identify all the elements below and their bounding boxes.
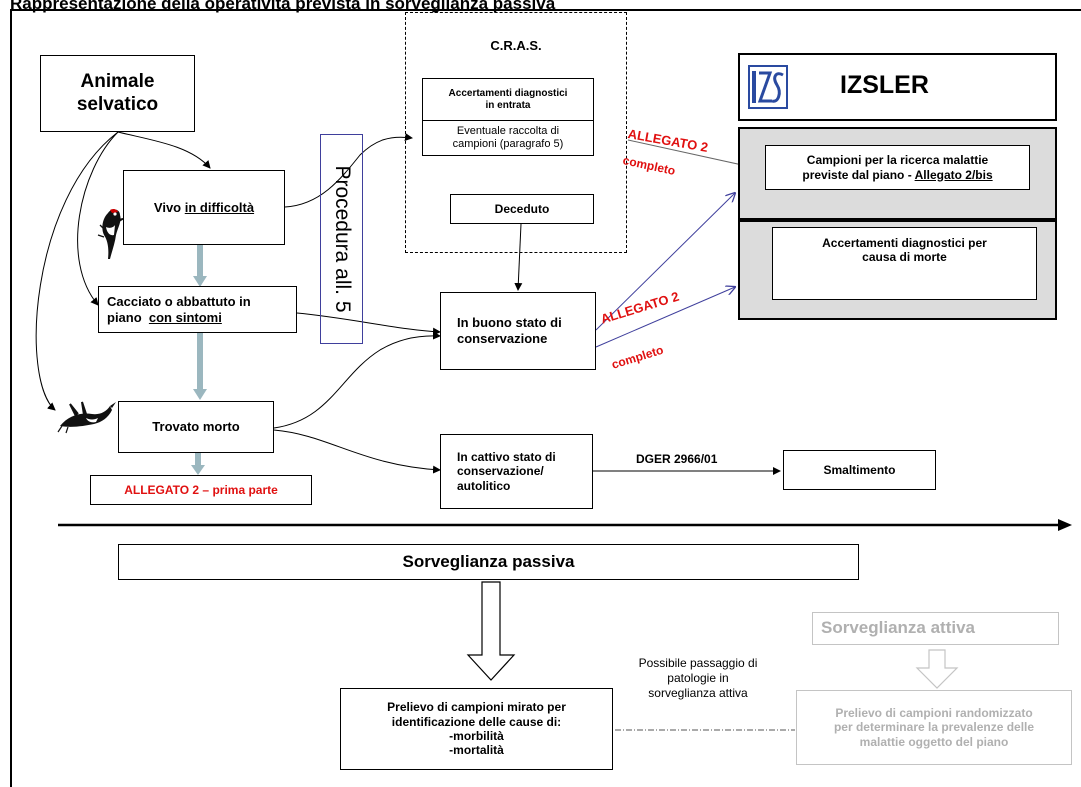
buono-stato-box: In buono stato di conservazione bbox=[440, 292, 596, 370]
trovato-morto-box: Trovato morto bbox=[118, 401, 274, 453]
izsler-header-box: IZSLER bbox=[738, 53, 1057, 121]
vivo-underlined-label: in difficoltà bbox=[184, 199, 255, 215]
cattivo-stato-box: In cattivo stato di conservazione/ autol… bbox=[440, 434, 593, 509]
campioni-label: Campioni per la ricerca malattie previst… bbox=[802, 153, 989, 182]
animale-selvatico-box: Animale selvatico bbox=[40, 55, 195, 132]
izs-logo-icon bbox=[748, 65, 788, 109]
allegato-prima-parte-box: ALLEGATO 2 – prima parte bbox=[90, 475, 312, 505]
cacciato-box: Cacciato o abbattuto in piano con sintom… bbox=[98, 286, 297, 333]
campioni-underlined-label: Allegato 2/bis bbox=[914, 167, 993, 182]
completo-mid-label: completo bbox=[609, 342, 666, 372]
cacciato-line1: Cacciato o abbattuto in bbox=[107, 293, 251, 309]
campioni-ricerca-box: Campioni per la ricerca malattie previst… bbox=[765, 145, 1030, 190]
smaltimento-box: Smaltimento bbox=[783, 450, 936, 490]
cras-title: C.R.A.S. bbox=[490, 38, 542, 53]
sorveglianza-attiva-box: Sorveglianza attiva bbox=[812, 612, 1059, 645]
izsler-title: IZSLER bbox=[840, 71, 929, 99]
frame-top-line bbox=[10, 9, 1081, 11]
accertamenti-morte-box: Accertamenti diagnostici per causa di mo… bbox=[772, 227, 1037, 300]
prelievo-mirato-box: Prelievo di campioni mirato per identifi… bbox=[340, 688, 613, 770]
frame-left-line bbox=[10, 9, 12, 787]
deceduto-box: Deceduto bbox=[450, 194, 594, 224]
vivo-in-difficolta-box: Vivo in difficoltà bbox=[123, 170, 285, 245]
possibile-passaggio-label: Possibile passaggio di patologie in sorv… bbox=[638, 656, 758, 700]
cras-accertamenti-box: Accertamenti diagnostici in entrata bbox=[422, 78, 594, 121]
allegato2-top-label: ALLEGATO 2 bbox=[626, 126, 710, 155]
cras-raccolta-box: Eventuale raccolta di campioni (paragraf… bbox=[422, 120, 594, 156]
dead-bird-icon bbox=[57, 401, 116, 434]
sorveglianza-passiva-box: Sorveglianza passiva bbox=[118, 544, 859, 580]
procedura-label: Procedura all. 5 bbox=[330, 165, 354, 313]
cacciato-line2: piano con sintomi bbox=[107, 310, 222, 326]
dger-label: DGER 2966/01 bbox=[636, 452, 718, 466]
procedura-box: Procedura all. 5 bbox=[320, 134, 363, 344]
vivo-label: Vivo bbox=[153, 199, 185, 215]
cacciato-line2-underlined: con sintomi bbox=[148, 309, 222, 325]
prelievo-randomizzato-box: Prelievo di campioni randomizzato per de… bbox=[796, 690, 1072, 765]
completo-top-label: completo bbox=[621, 153, 677, 178]
cacciato-line2-prefix: piano bbox=[107, 309, 149, 325]
allegato2-mid-label: ALLEGATO 2 bbox=[598, 288, 681, 327]
cras-container bbox=[405, 12, 627, 253]
